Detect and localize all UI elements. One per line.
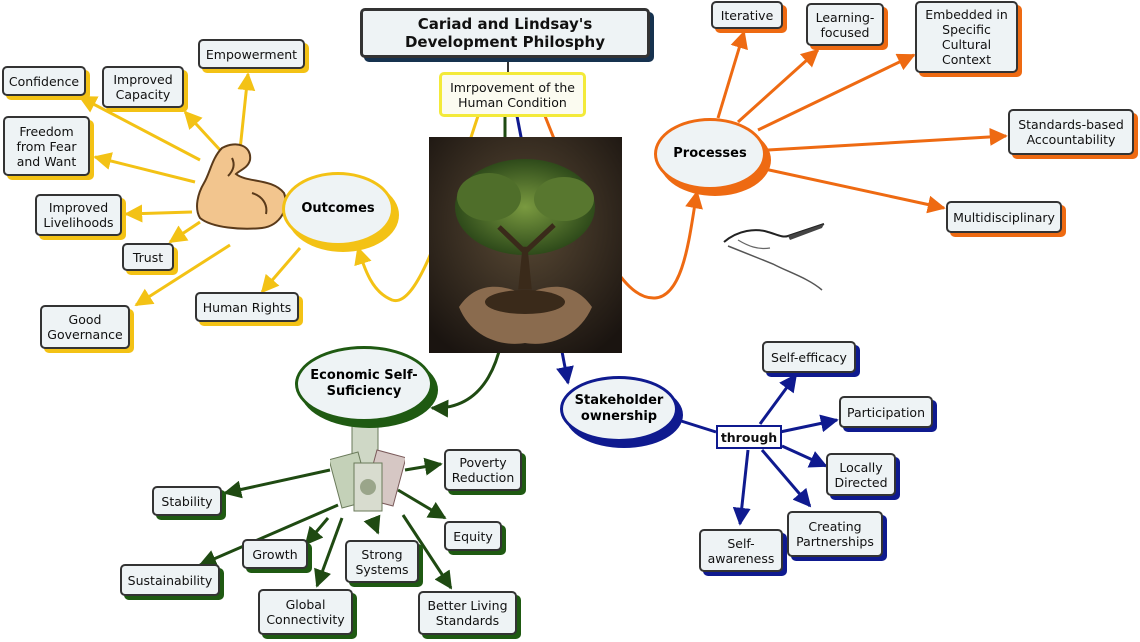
node-growth[interactable]: Growth [242, 539, 308, 569]
hand-writing-image [718, 212, 828, 292]
node-learning-focused[interactable]: Learning-focused [806, 3, 884, 46]
flexed-arm-image [192, 138, 292, 234]
node-confidence[interactable]: Confidence [2, 66, 86, 96]
node-multidisciplinary[interactable]: Multidisciplinary [946, 201, 1062, 233]
node-improved-capacity[interactable]: Improved Capacity [102, 66, 184, 108]
node-stability[interactable]: Stability [152, 486, 222, 516]
node-equity[interactable]: Equity [444, 521, 502, 551]
node-locally-directed[interactable]: Locally Directed [826, 453, 896, 496]
node-self-awareness[interactable]: Self-awareness [699, 529, 783, 572]
processes-hub[interactable]: Processes [654, 118, 766, 190]
node-creating-partnerships[interactable]: Creating Partnerships [787, 511, 883, 557]
node-empowerment[interactable]: Empowerment [198, 39, 305, 69]
node-trust[interactable]: Trust [122, 243, 174, 271]
node-improved-livelihoods[interactable]: Improved Livelihoods [35, 194, 122, 236]
node-global-connectivity[interactable]: Global Connectivity [258, 589, 353, 635]
node-sustainability[interactable]: Sustainability [120, 564, 220, 596]
node-human-rights[interactable]: Human Rights [195, 292, 299, 322]
node-iterative[interactable]: Iterative [711, 1, 783, 29]
stakeholder-hub[interactable]: Stakeholder ownership [560, 376, 678, 442]
tree-in-hands-image [429, 137, 622, 353]
outcomes-hub[interactable]: Outcomes [282, 172, 394, 246]
map-title: Cariad and Lindsay's Development Philosp… [360, 8, 650, 58]
root-node[interactable]: Imrpovement of the Human Condition [439, 72, 586, 117]
node-strong-systems[interactable]: Strong Systems [345, 540, 419, 583]
node-poverty-reduction[interactable]: Poverty Reduction [444, 449, 522, 491]
node-participation[interactable]: Participation [839, 396, 933, 428]
economic-hub[interactable]: Economic Self-Suficiency [295, 346, 433, 422]
node-standards[interactable]: Standards-based Accountability [1008, 109, 1134, 155]
through-label: through [716, 425, 782, 449]
node-freedom[interactable]: Freedom from Fear and Want [3, 116, 90, 176]
node-embedded[interactable]: Embedded in Specific Cultural Context [915, 1, 1018, 73]
node-good-governance[interactable]: Good Governance [40, 305, 130, 349]
node-better-living[interactable]: Better Living Standards [418, 591, 517, 635]
node-self-efficacy[interactable]: Self-efficacy [762, 341, 856, 373]
